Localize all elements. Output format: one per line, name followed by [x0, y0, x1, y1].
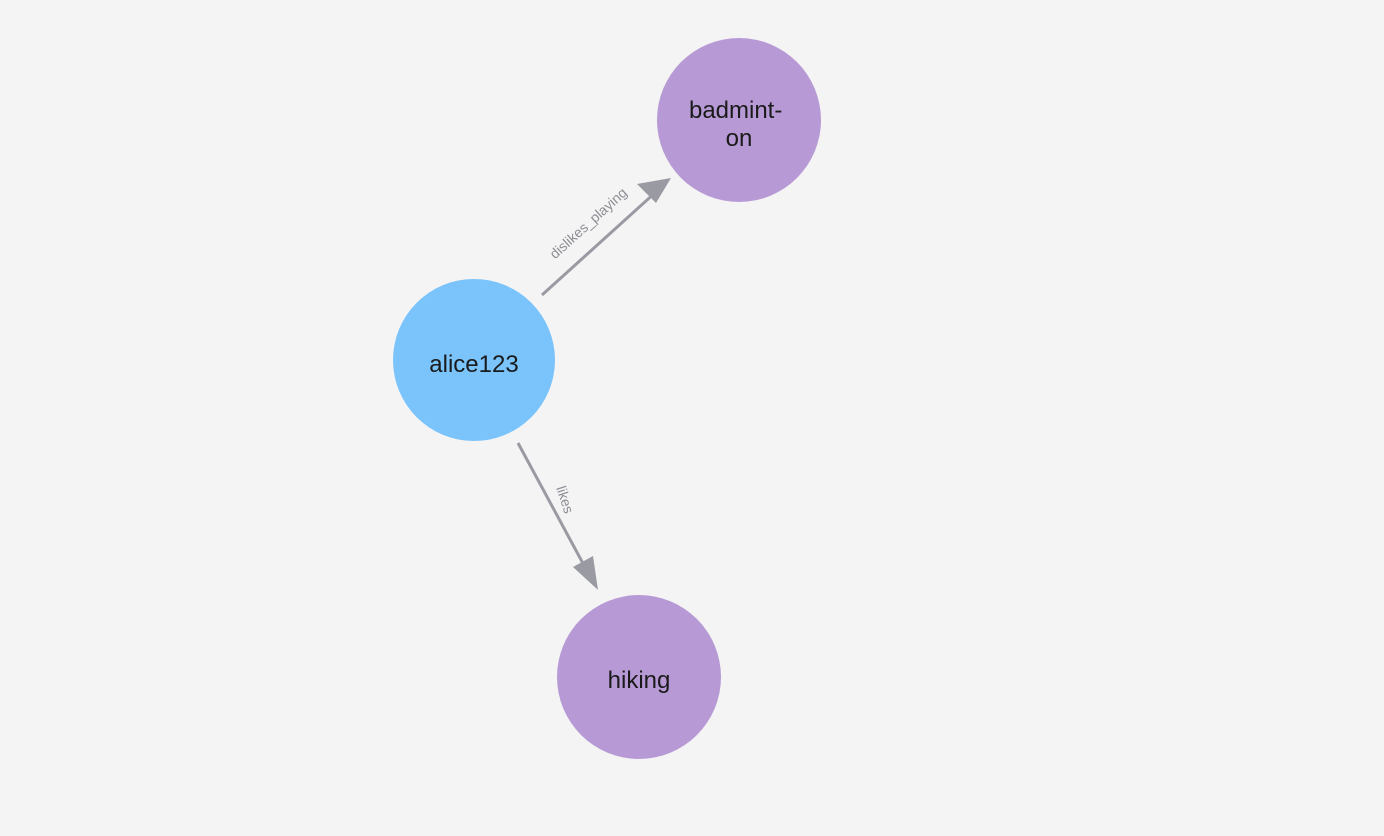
node-circle-hiking[interactable]: [557, 595, 721, 759]
node-alice123[interactable]: alice123: [393, 279, 555, 441]
node-circle-alice123[interactable]: [393, 279, 555, 441]
edge-label-likes: likes: [553, 484, 577, 516]
node-badminton[interactable]: badmint- on: [657, 38, 821, 202]
edge-line[interactable]: [516, 442, 588, 570]
node-circle-badminton[interactable]: [657, 38, 821, 202]
edge-likes[interactable]: likes: [516, 442, 598, 590]
arrowhead-icon: [573, 556, 598, 590]
edge-line[interactable]: [540, 189, 659, 297]
nodes-layer: badmint- on alice123 hiking: [393, 38, 821, 759]
arrowhead-icon: [637, 178, 671, 203]
node-hiking[interactable]: hiking: [557, 595, 721, 759]
edge-dislikes-playing[interactable]: dislikes_playing: [540, 178, 671, 297]
edge-label-dislikes-playing: dislikes_playing: [546, 184, 630, 262]
